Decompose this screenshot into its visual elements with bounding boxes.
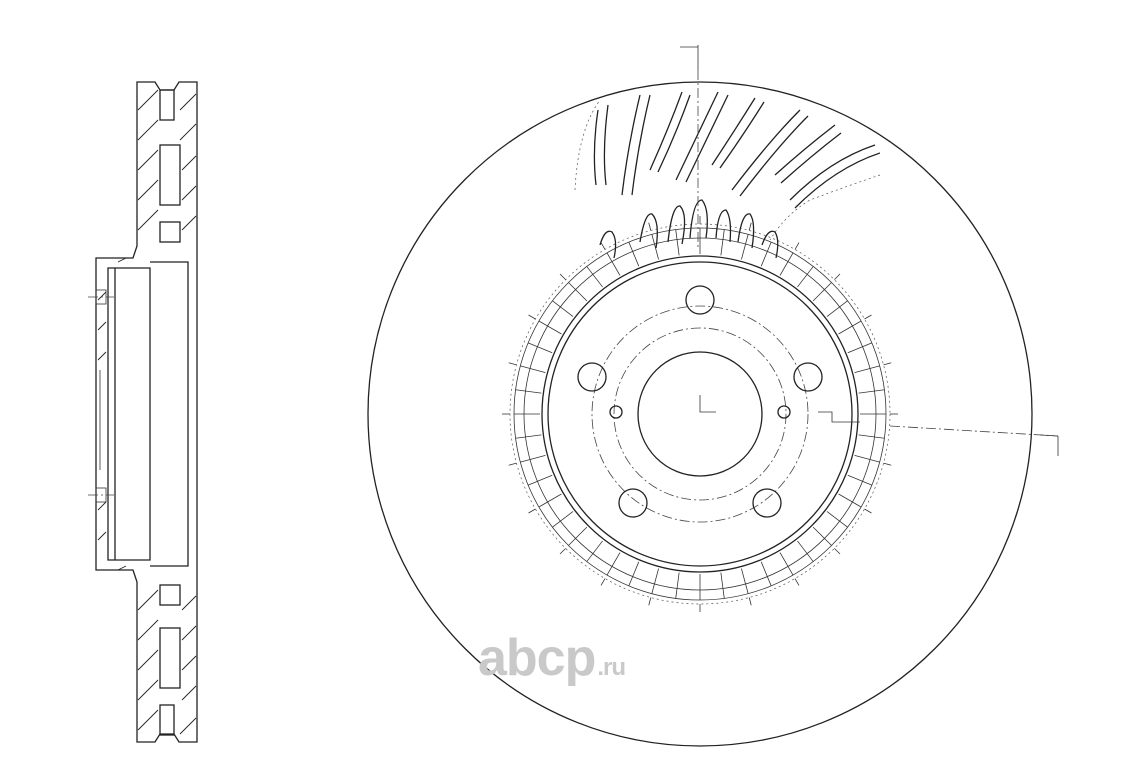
- hub-slot: [568, 282, 588, 302]
- hub-slot: [760, 242, 772, 267]
- bolt-hole: [577, 362, 607, 392]
- hub-slot-tick: [834, 548, 841, 555]
- hub-slot-tick: [508, 462, 517, 466]
- hub-slot: [858, 389, 885, 394]
- hub-slot: [854, 365, 880, 373]
- hub-slot: [760, 561, 772, 586]
- bolt-hole: [793, 362, 823, 392]
- hub-slot: [741, 234, 749, 260]
- hub-slot-tick: [600, 578, 606, 586]
- bolt-holes: [577, 285, 823, 518]
- hub-ring-mid: [541, 255, 859, 573]
- hub-slot: [552, 511, 574, 528]
- hub-slot: [779, 252, 794, 276]
- hub-ring-slots: [502, 216, 898, 612]
- watermark-tld: .ru: [597, 654, 626, 681]
- hub-slot-tick: [883, 362, 892, 366]
- hub-slot-tick: [600, 242, 606, 250]
- hub-inner-face: [114, 261, 189, 567]
- hub-slot: [812, 282, 832, 302]
- vent-channels: [159, 89, 181, 736]
- hub-slot: [528, 342, 553, 354]
- side-section-view: [88, 81, 198, 743]
- hub-slot-tick: [864, 314, 872, 320]
- hub-slot: [628, 242, 640, 267]
- hub-slot: [826, 300, 848, 317]
- hub-slot-tick: [864, 508, 872, 514]
- locating-hole: [609, 405, 623, 419]
- hub-slot: [568, 526, 588, 546]
- hub-wall: [107, 267, 151, 561]
- hub-slot-tick: [528, 314, 536, 320]
- hub-slot: [847, 474, 872, 486]
- section-marker-top: [680, 45, 699, 250]
- hub-slot-tick: [794, 578, 800, 586]
- hub-slot: [651, 568, 659, 594]
- bolt-hole: [752, 488, 782, 518]
- front-view: [367, 45, 1059, 747]
- hub-slot: [675, 229, 680, 256]
- bolt-hole: [618, 488, 648, 518]
- hub-slot-tick: [794, 242, 800, 250]
- section-hatching: [97, 89, 197, 735]
- vane-roots: [599, 199, 779, 259]
- section-marker-right: [818, 411, 1059, 456]
- outer-rim: [367, 81, 1033, 747]
- hub-slot: [797, 540, 814, 562]
- hub-slot-tick: [648, 222, 652, 231]
- hub-slot: [628, 561, 640, 586]
- center-mark: [699, 395, 716, 413]
- hub-slot: [720, 229, 725, 256]
- watermark-main: abcp: [478, 629, 596, 687]
- locating-hole: [777, 405, 791, 419]
- pilot-circle: [613, 327, 787, 501]
- hub-slot: [515, 389, 542, 394]
- hub-slot: [812, 526, 832, 546]
- hub-slot-tick: [883, 462, 892, 466]
- hub-slot: [720, 572, 725, 599]
- hub-slot: [586, 540, 603, 562]
- hub-slot: [606, 252, 621, 276]
- hub-slot-tick: [508, 362, 517, 366]
- hub-slot: [520, 455, 546, 463]
- hub-slot-tick: [559, 548, 566, 555]
- hub-slot: [528, 474, 553, 486]
- friction-ring-inner: [509, 223, 891, 605]
- bolt-circle: [591, 305, 809, 523]
- watermark: abcp .ru: [478, 628, 626, 687]
- vane-envelope: [574, 99, 881, 241]
- hub-slot: [838, 493, 862, 508]
- hub-slot-tick: [834, 273, 841, 280]
- hub-slot: [858, 434, 885, 439]
- hub-slot: [606, 552, 621, 576]
- locating-holes: [609, 405, 791, 419]
- hub-slot: [651, 234, 659, 260]
- hub-slot-tick: [748, 222, 752, 231]
- hub-slot: [741, 568, 749, 594]
- hub-slot: [854, 455, 880, 463]
- hub-slot: [586, 266, 603, 288]
- hub-slot: [847, 342, 872, 354]
- section-outline: [95, 81, 198, 743]
- cooling-vanes: [593, 91, 880, 209]
- hub-slot: [552, 300, 574, 317]
- hub-slot: [797, 266, 814, 288]
- hub-slot: [538, 493, 562, 508]
- threaded-holes: [88, 289, 114, 503]
- hub-ring-inner: [547, 261, 853, 567]
- hub-slot: [515, 434, 542, 439]
- hub-slot-tick: [748, 597, 752, 606]
- hub-slot: [779, 552, 794, 576]
- hub-slot-tick: [648, 597, 652, 606]
- hub-slot-tick: [528, 508, 536, 514]
- hub-slot-tick: [559, 273, 566, 280]
- hub-slot: [520, 365, 546, 373]
- center-bore: [637, 351, 763, 477]
- hub-slot: [675, 572, 680, 599]
- hub-slot: [826, 511, 848, 528]
- hub-slot: [538, 320, 562, 335]
- hub-slot: [838, 320, 862, 335]
- bolt-hole: [685, 285, 715, 315]
